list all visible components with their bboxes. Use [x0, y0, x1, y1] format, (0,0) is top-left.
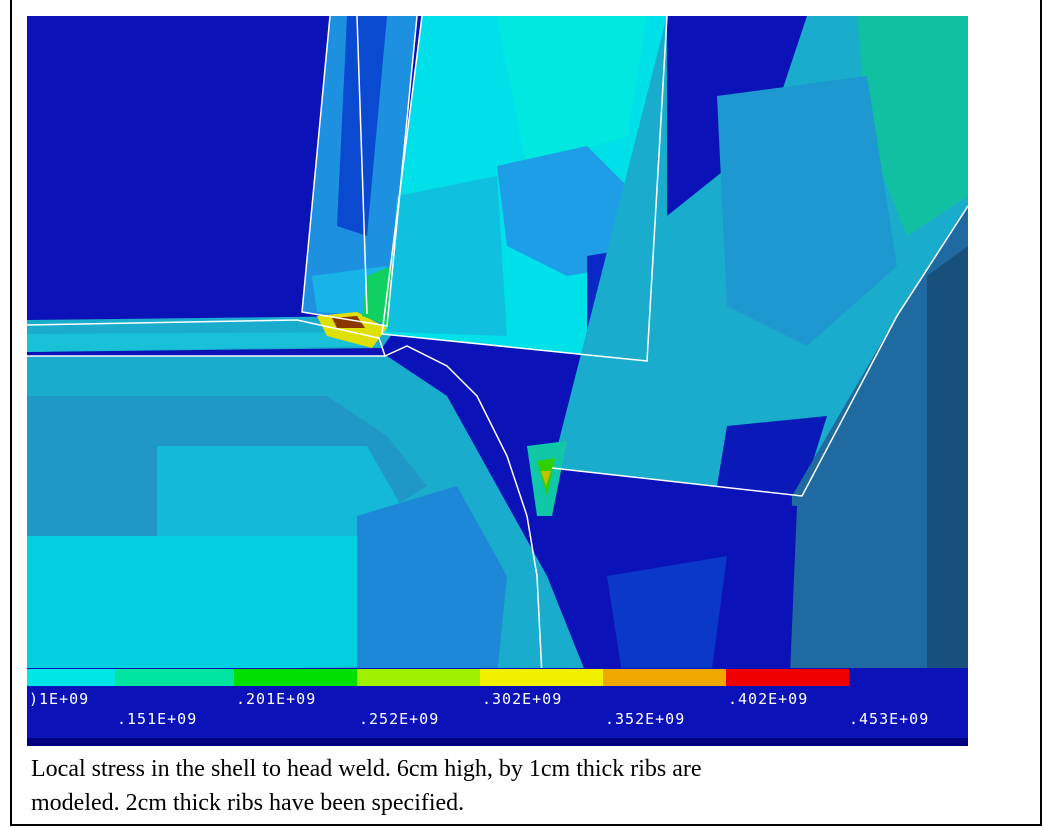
right-plate-green — [857, 16, 968, 236]
figure-caption: Local stress in the shell to head weld. … — [31, 752, 991, 820]
right-steel-edge — [927, 246, 968, 746]
legend-label-bottom: .453E+09 — [849, 710, 929, 728]
legend-label-bottom: .352E+09 — [605, 710, 685, 728]
legend-bottom-bar — [27, 738, 968, 746]
stress-contour-plot: )1E+09 .201E+09 .302E+09 .402E+09 .151E+09 .2… — [27, 16, 968, 746]
stress-contour-image: )1E+09 .201E+09 .302E+09 .402E+09 .151E+09 .2… — [27, 16, 968, 746]
legend-label-top: .201E+09 — [236, 690, 316, 708]
right-plate-mid — [717, 76, 897, 346]
legend-swatch — [480, 669, 603, 686]
left-rib-inner — [337, 16, 387, 236]
center-rib-blue — [497, 146, 637, 276]
legend-labels: )1E+09 .201E+09 .302E+09 .402E+09 .151E+09 .2… — [29, 690, 929, 728]
legend-label-top: .302E+09 — [482, 690, 562, 708]
weld-yellow-core — [541, 471, 551, 486]
legend-label-top: .402E+09 — [728, 690, 808, 708]
shell-band-light — [27, 332, 379, 352]
center-rib-left — [387, 176, 507, 336]
legend-swatch — [357, 669, 480, 686]
right-steel-region — [787, 206, 968, 746]
legend-swatches — [27, 669, 849, 686]
caption-line-1: Local stress in the shell to head weld. … — [31, 756, 702, 782]
legend-swatch — [603, 669, 726, 686]
center-rib-top — [497, 16, 647, 166]
legend-swatch — [234, 669, 357, 686]
lower-left-cyan — [27, 536, 367, 676]
legend-label-bottom: .252E+09 — [359, 710, 439, 728]
legend-swatch — [27, 669, 115, 686]
lower-center-blue — [357, 486, 507, 676]
element-outlines — [27, 16, 968, 746]
legend-label-bottom: .151E+09 — [117, 710, 197, 728]
legend-swatch — [726, 669, 849, 686]
legend-swatch — [115, 669, 234, 686]
right-plate-dark — [717, 416, 827, 496]
legend-label-top: )1E+09 — [29, 690, 89, 708]
caption-line-2: modeled. 2cm thick ribs have been specif… — [31, 790, 465, 816]
